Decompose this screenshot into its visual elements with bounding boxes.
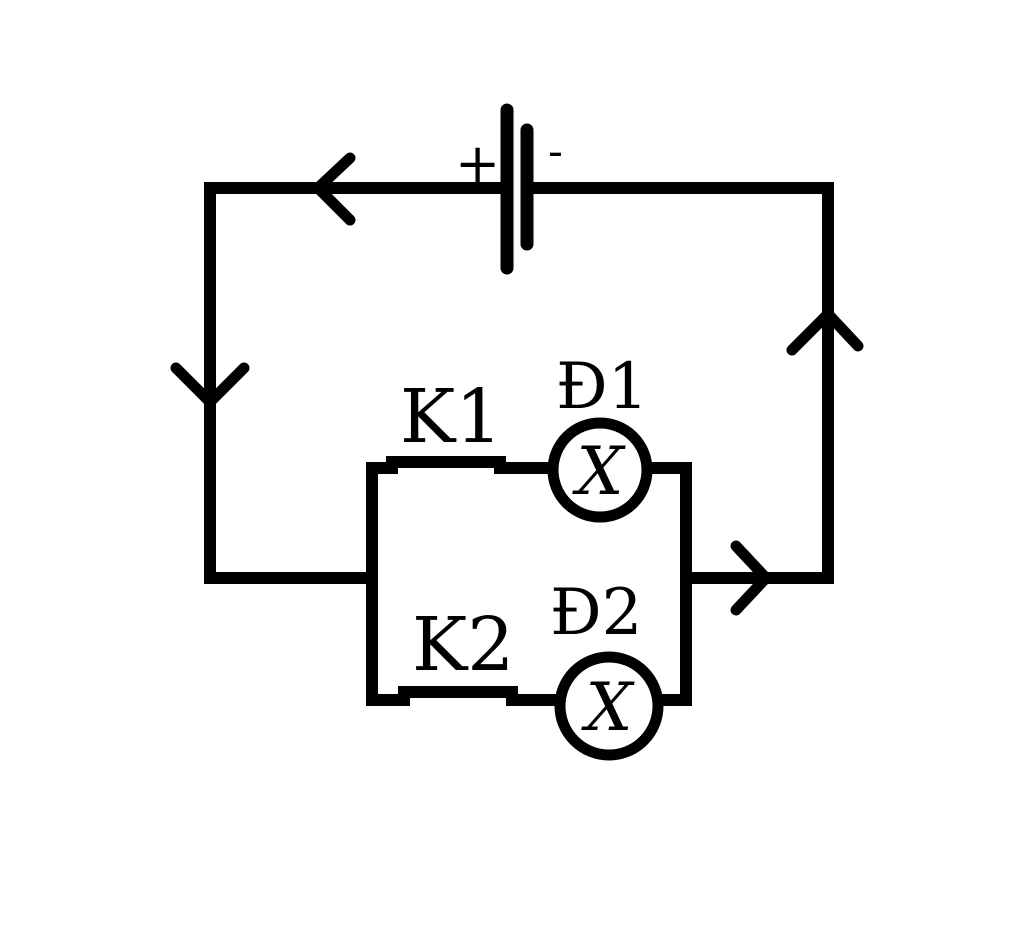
battery-minus-label: -: [548, 126, 563, 177]
battery-plus-label: +: [455, 132, 500, 195]
lamp-d1: X: [547, 417, 653, 523]
lamp-d2-ring: [554, 651, 664, 761]
switch-k2-label: K2: [412, 602, 514, 688]
lamp-d1-x-icon: X: [572, 433, 627, 510]
wire-top-left: [204, 182, 506, 584]
lamp-d2: X: [554, 651, 664, 761]
lamp-d2-x-icon: X: [581, 669, 636, 746]
arrow-down-icon: [170, 362, 250, 408]
parallel-branch: [366, 456, 692, 706]
lamp-d1-ring: [547, 417, 653, 523]
switch-k1-label: K1: [400, 374, 502, 460]
lamp-d1-label: Đ1: [556, 350, 648, 424]
branch-1: [366, 456, 692, 474]
battery: + -: [455, 103, 563, 275]
current-arrows: [170, 152, 864, 616]
wire-branch-1-left: [366, 456, 559, 474]
arrow-up-icon: [786, 308, 864, 356]
lamp-d2-label: Đ2: [550, 576, 642, 650]
arrow-left-icon: [312, 152, 356, 226]
wire-top-right: [521, 182, 834, 584]
arrow-right-icon: [730, 540, 772, 616]
wire-branch-2-left: [366, 686, 566, 706]
outer-loop: [204, 182, 834, 584]
